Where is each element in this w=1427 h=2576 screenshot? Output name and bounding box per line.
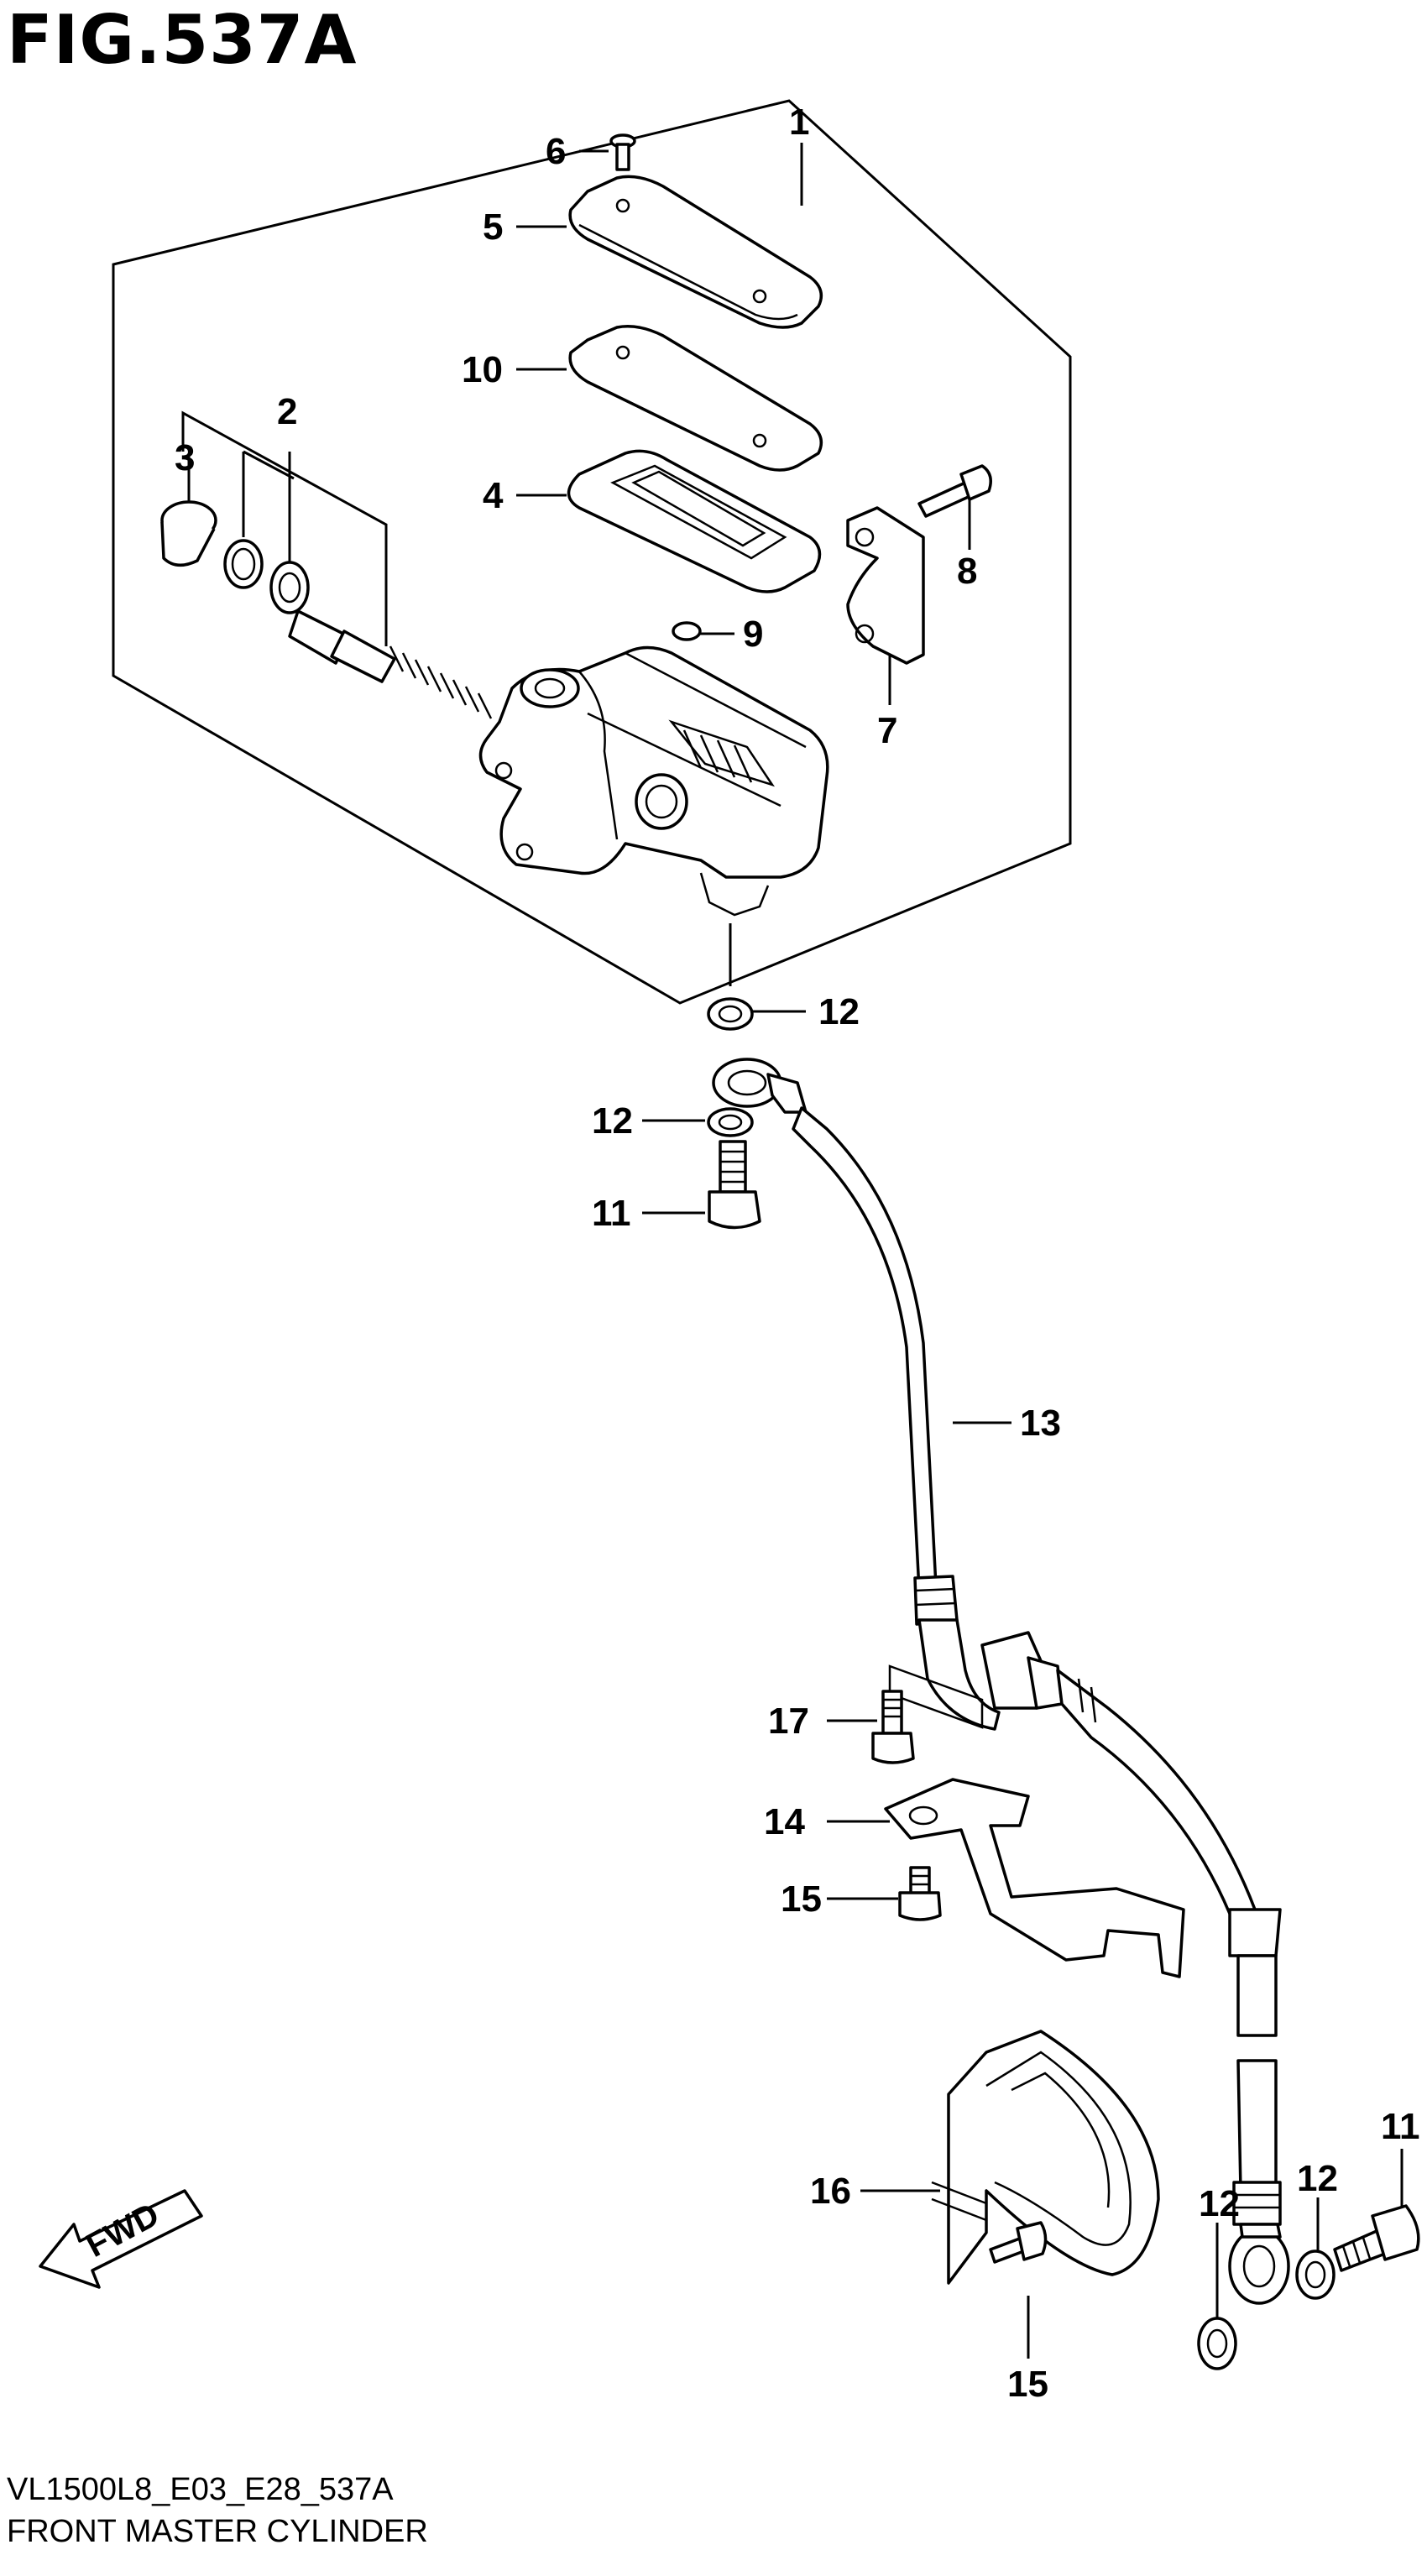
part-11-banjo-bolt — [708, 1140, 761, 1230]
part-15-bolt-bottom — [989, 2221, 1048, 2264]
callout-labels: 1 2 3 4 5 6 7 8 9 10 11 12 12 13 14 15 1… — [175, 102, 1420, 2405]
banjo-fitting-top — [712, 1058, 808, 1114]
figure-code: VL1500L8_E03_E28_537A — [7, 2472, 394, 2507]
part-10-plate — [568, 325, 823, 472]
callout-11-b: 11 — [1381, 2106, 1420, 2147]
callout-8: 8 — [957, 551, 977, 592]
callout-7: 7 — [877, 710, 897, 751]
part-5-cap — [568, 175, 823, 329]
callout-11: 11 — [592, 1193, 631, 1234]
part-15-bolt-mid — [898, 1866, 942, 1921]
callout-14: 14 — [764, 1801, 805, 1842]
part-2-piston-spring — [288, 609, 493, 719]
callout-12: 12 — [818, 991, 860, 1032]
callout-15: 15 — [781, 1878, 822, 1920]
callout-16: 16 — [810, 2171, 851, 2212]
part-8-bolt — [917, 464, 992, 518]
callout-6: 6 — [546, 131, 566, 172]
part-2-washer — [269, 561, 310, 614]
part-9-clip — [672, 621, 702, 641]
callout-13: 13 — [1020, 1403, 1061, 1444]
figure-name: FRONT MASTER CYLINDER — [7, 2514, 428, 2549]
part-17-bolt — [871, 1690, 915, 1764]
part-12-washer-top — [707, 997, 754, 1031]
callout-12-c: 12 — [1199, 2183, 1240, 2224]
callout-12-d: 12 — [1297, 2158, 1338, 2199]
callout-1: 1 — [789, 102, 809, 143]
fwd-arrow-icon: FWD — [39, 2189, 203, 2289]
part-13-brake-hose — [792, 1106, 1290, 2305]
callout-15-b: 15 — [1007, 2364, 1048, 2405]
callout-10: 10 — [462, 349, 503, 390]
callout-9: 9 — [743, 614, 763, 655]
callout-5: 5 — [483, 206, 503, 248]
callout-4: 4 — [483, 475, 504, 516]
part-14-bracket — [884, 1778, 1185, 1978]
part-4-diaphragm — [567, 449, 822, 593]
part-12-washer-bottom-left — [1197, 2317, 1237, 2370]
part-11-banjo-bolt-bottom — [1333, 2204, 1420, 2272]
callout-2: 2 — [277, 391, 297, 432]
leader-lines — [181, 143, 1403, 2359]
callout-12-b: 12 — [592, 1100, 633, 1142]
assembly-box — [112, 99, 1072, 1005]
part-12-washer-bottom-right — [1295, 2249, 1336, 2300]
part-circlip — [223, 539, 264, 589]
figure-title: FIG.537A — [7, 1, 358, 79]
callout-3: 3 — [175, 437, 195, 478]
part-3-boot — [160, 500, 217, 567]
part-7-clamp — [846, 506, 925, 665]
part-12-washer-mid — [707, 1107, 754, 1137]
break-marker — [888, 1664, 984, 1729]
callout-17: 17 — [768, 1701, 809, 1742]
part-6-screw — [609, 133, 636, 171]
